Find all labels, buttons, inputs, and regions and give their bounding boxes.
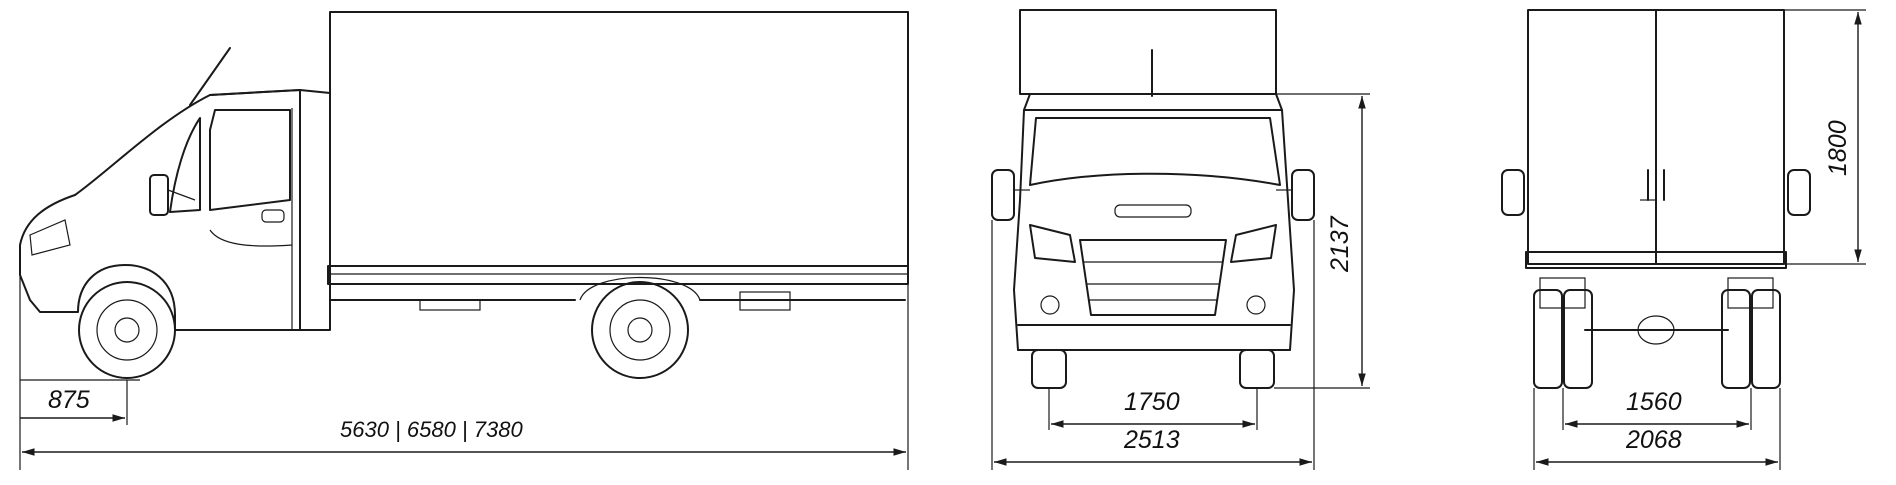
rear-wheel-left-outer	[1533, 289, 1563, 389]
rear-width-label: 2068	[1625, 426, 1682, 454]
headlight-left	[1029, 224, 1076, 263]
rear-wheel-left-inner	[1563, 289, 1593, 389]
headlight-right	[1230, 224, 1277, 263]
rear-mirror-right	[1787, 169, 1811, 216]
front-width-label: 2513	[1123, 426, 1180, 454]
rear-wheel-right-inner	[1721, 289, 1751, 389]
height-label: 2137	[1326, 215, 1354, 273]
front-wheel-right	[1239, 349, 1275, 389]
cab-outline	[19, 89, 331, 331]
mirror-right	[1291, 169, 1315, 221]
rear-track-label: 1560	[1626, 388, 1682, 416]
side-mirror	[149, 174, 169, 216]
front-wheel-left	[1031, 349, 1067, 389]
grille	[1079, 239, 1227, 316]
rear-mirror-left	[1501, 169, 1525, 216]
front-wheel	[78, 281, 176, 379]
cargo-box-side	[329, 11, 909, 267]
overall-length-label: 5630 | 6580 | 7380	[340, 417, 523, 442]
body-height-label: 1800	[1824, 120, 1852, 176]
front-view: 2137 1750 2513	[991, 9, 1370, 470]
rear-wheel	[591, 281, 689, 379]
cargo-box-front	[1019, 9, 1277, 95]
cab-front	[1013, 109, 1295, 351]
rear-wheel-right-outer	[1751, 289, 1781, 389]
side-window	[209, 109, 291, 211]
rear-view: 1800 1560 2068	[1501, 9, 1866, 470]
headlight-side	[29, 219, 71, 256]
front-track-label: 1750	[1124, 388, 1180, 416]
side-view: 875 5630 | 6580 | 7380	[19, 11, 909, 470]
windshield	[1029, 117, 1281, 186]
front-overhang-label: 875	[48, 386, 90, 414]
mirror-left	[991, 169, 1015, 221]
vent-window	[169, 117, 201, 213]
